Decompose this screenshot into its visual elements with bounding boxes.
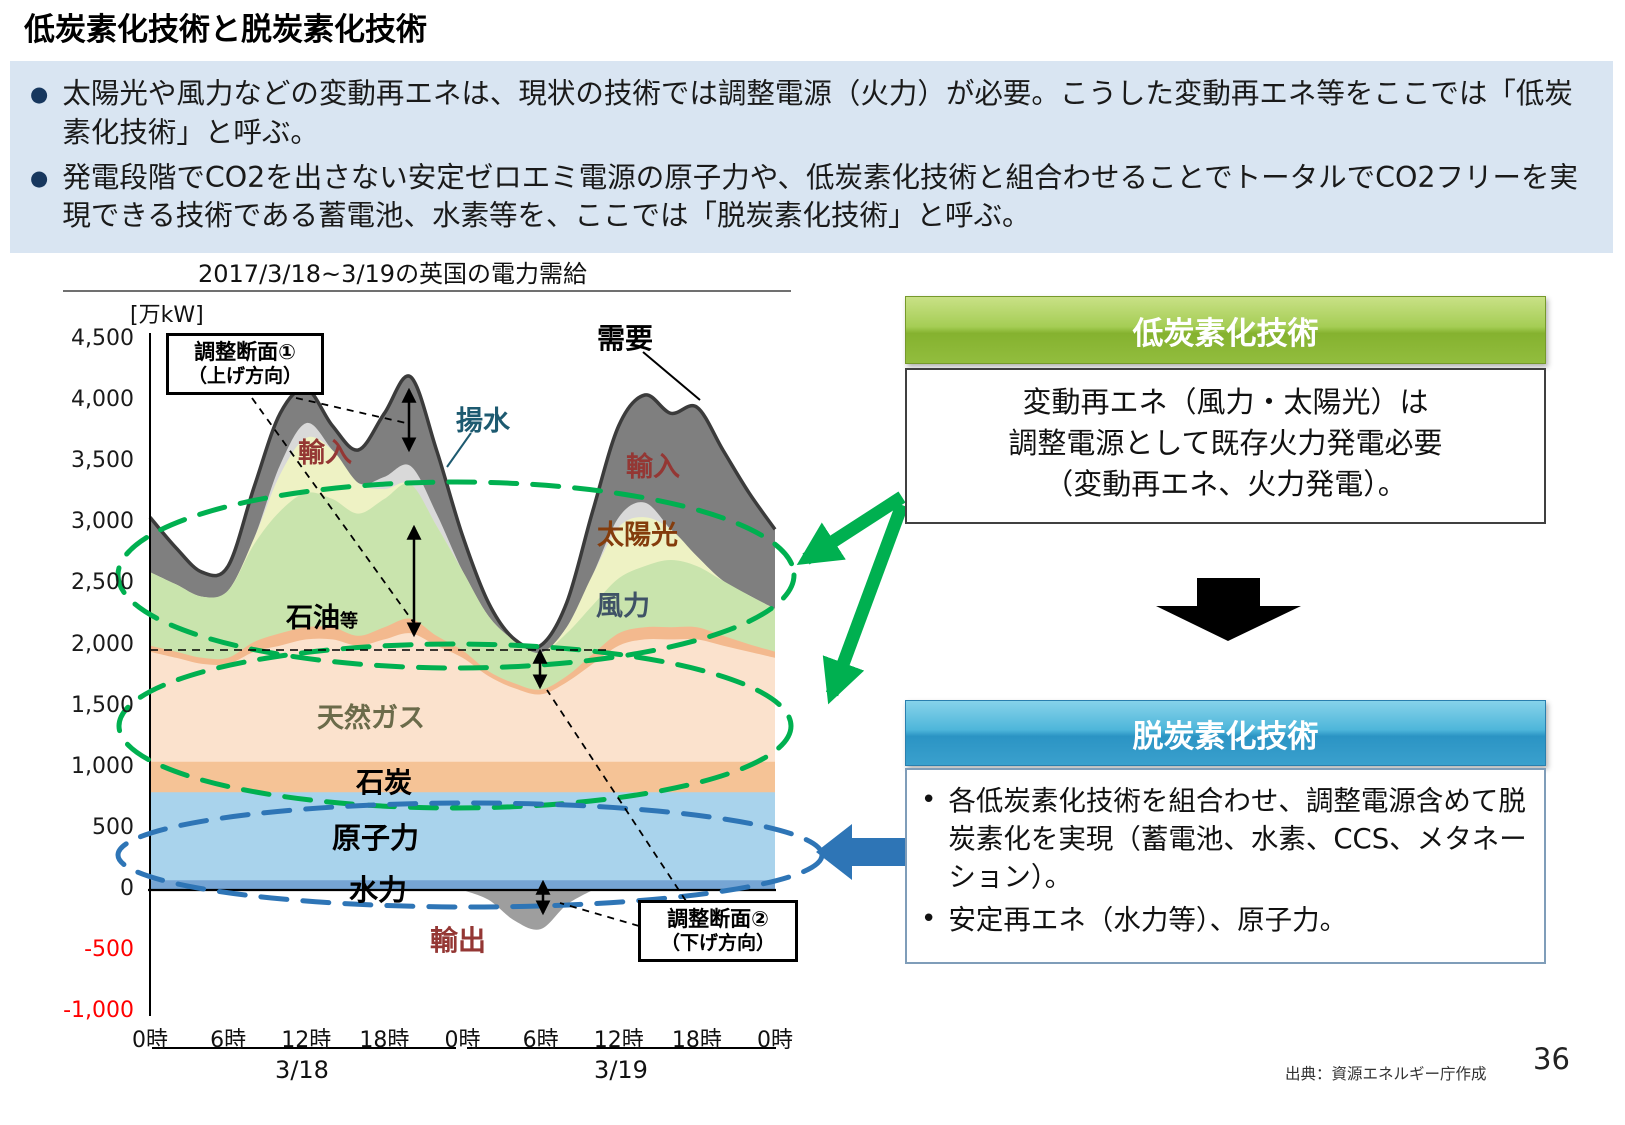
summary-bullet-text: 発電段階でCO2を出さない安定ゼロエミ電源の原子力や、低炭素化技術と組合わせるこ… <box>62 160 1579 233</box>
x-tick-label: 0時 <box>132 1028 168 1053</box>
x-tick-label: 0時 <box>444 1028 481 1053</box>
label-coal: 石炭 <box>356 766 413 799</box>
x-tick-label: 18時 <box>359 1028 410 1053</box>
label-natural-gas: 天然ガス <box>317 703 425 734</box>
y-tick-label: 500 <box>92 814 134 840</box>
y-axis-ticks: 4,500 4,000 3,500 3,000 2,500 2,000 1,500 1,000… <box>12 0 134 1125</box>
y-tick-label: 0 <box>120 876 134 901</box>
green-arrow-upper-icon <box>796 491 906 565</box>
x-tick-label: 12時 <box>281 1028 332 1053</box>
label-oil-suffix: 等 <box>340 611 358 632</box>
adjustment2-dash-line-2 <box>559 902 640 927</box>
y-tick-label: 3,500 <box>71 448 134 474</box>
label-demand: 需要 <box>597 322 654 355</box>
y-tick-label: 4,500 <box>71 326 134 351</box>
chart-title: 2017/3/18~3/19の英国の電力需給 <box>198 260 588 288</box>
label-nuclear: 原子力 <box>332 821 420 855</box>
adjustment-box-2-line1: 調整断面② <box>667 907 769 931</box>
summary-bullet: ● 発電段階でCO2を出さない安定ゼロエミ電源の原子力や、低炭素化技術と組合わせ… <box>30 159 1589 237</box>
low-carbon-header: 低炭素化技術 <box>905 296 1546 364</box>
page-number: 36 <box>1533 1042 1570 1076</box>
y-tick-label: 3,000 <box>71 509 134 535</box>
label-hydro: 水力 <box>349 873 408 907</box>
decarbon-bullet: • 各低炭素化技術を組合わせ、調整電源含めて脱炭素化を実現（蓄電池、水素、CCS… <box>921 783 1530 897</box>
area-水力 <box>150 880 775 890</box>
x-tick-label: 6時 <box>522 1028 559 1053</box>
bullet-icon: • <box>921 785 937 815</box>
low-carbon-body: 変動再エネ（風力・太陽光）は 調整電源として既存火力発電必要 （変動再エネ、火力… <box>905 368 1546 524</box>
decarbon-bullet: • 安定再エネ（水力等）、原子力。 <box>921 902 1530 940</box>
adjustment-box-1-line1: 調整断面① <box>194 340 296 364</box>
bullet-icon: ● <box>30 82 49 106</box>
decarbon-bullet-text: 各低炭素化技術を組合わせ、調整電源含めて脱炭素化を実現（蓄電池、水素、CCS、メ… <box>948 785 1527 893</box>
date-group-label: 3/18 <box>275 1056 329 1084</box>
page-title: 低炭素化技術と脱炭素化技術 <box>24 12 427 48</box>
label-import-right: 輸入 <box>626 452 680 483</box>
label-pumped-storage: 揚水 <box>456 406 510 437</box>
demand-line <box>148 374 777 650</box>
bullet-icon: • <box>921 903 937 934</box>
green-arrow-lower-icon <box>822 502 909 705</box>
adjustment-box-2-line2: （下げ方向） <box>660 932 775 955</box>
label-solar: 太陽光 <box>597 520 678 551</box>
low-carbon-body-line: 調整電源として既存火力発電必要 <box>1008 426 1443 461</box>
adjustment-box-2: 調整断面② （下げ方向） <box>638 900 798 962</box>
decarbon-body: • 各低炭素化技術を組合わせ、調整電源含めて脱炭素化を実現（蓄電池、水素、CCS… <box>905 768 1546 964</box>
low-carbon-body-line: （変動再エネ、火力発電）。 <box>1044 467 1407 502</box>
y-tick-label: 2,000 <box>71 631 134 657</box>
source-credit: 出典：資源エネルギー庁作成 <box>1285 1065 1487 1083</box>
label-oil-main: 石油 <box>286 603 340 634</box>
low-carbon-body-line: 変動再エネ（風力・太陽光）は <box>1022 385 1429 419</box>
area-輸出 <box>462 890 593 930</box>
y-axis-unit-label: [万kW] <box>130 303 204 328</box>
label-export: 輸出 <box>430 924 487 957</box>
date-group-label: 3/19 <box>594 1056 648 1084</box>
label-import-left: 輸入 <box>298 438 352 469</box>
stacked-area-layer <box>148 374 777 930</box>
y-tick-label: 4,000 <box>71 387 134 413</box>
x-axis-ticks: 0時 6時 12時 18時 0時 6時 12時 18時 0時 <box>0 1022 1625 1053</box>
label-wind: 風力 <box>596 591 650 622</box>
y-tick-label: 2,500 <box>71 570 134 596</box>
summary-bullet: ● 太陽光や風力などの変動再エネは、現状の技術では調整電源（火力）が必要。こうし… <box>30 75 1589 153</box>
adjustment1-dash-line <box>295 397 407 424</box>
adjustment2-dash-line <box>546 689 687 902</box>
adjustment1-dash-line-2 <box>251 397 420 631</box>
y-tick-label: 1,000 <box>71 753 134 779</box>
y-tick-label: -500 <box>84 937 134 963</box>
label-oil: 石油等 <box>286 596 358 635</box>
y-tick-label: -1,000 <box>63 998 134 1024</box>
x-tick-label: 6時 <box>210 1028 247 1053</box>
x-tick-label: 12時 <box>593 1028 644 1053</box>
adjustment-box-1-line2: （上げ方向） <box>187 365 302 388</box>
bullet-icon: ● <box>30 165 49 190</box>
summary-bullet-text: 太陽光や風力などの変動再エネは、現状の技術では調整電源（火力）が必要。こうした変… <box>62 77 1573 149</box>
x-tick-label: 0時 <box>757 1028 793 1053</box>
down-arrow-icon <box>1156 578 1301 641</box>
blue-arrow-icon <box>816 824 905 880</box>
pumped-leader-line <box>446 432 472 468</box>
y-tick-label: 1,500 <box>71 692 134 718</box>
adjustment-box-1: 調整断面① （上げ方向） <box>166 333 324 395</box>
decarbon-header: 脱炭素化技術 <box>905 700 1546 766</box>
low-carbon-ellipse-lower <box>116 641 794 811</box>
demand-leader-line <box>642 351 701 401</box>
decarbon-bullet-text: 安定再エネ（水力等）、原子力。 <box>948 903 1348 936</box>
x-tick-label: 18時 <box>671 1028 722 1053</box>
area-原子力 <box>150 792 775 890</box>
summary-box: ● 太陽光や風力などの変動再エネは、現状の技術では調整電源（火力）が必要。こうし… <box>10 61 1613 253</box>
low-carbon-ellipse-upper <box>115 479 797 671</box>
